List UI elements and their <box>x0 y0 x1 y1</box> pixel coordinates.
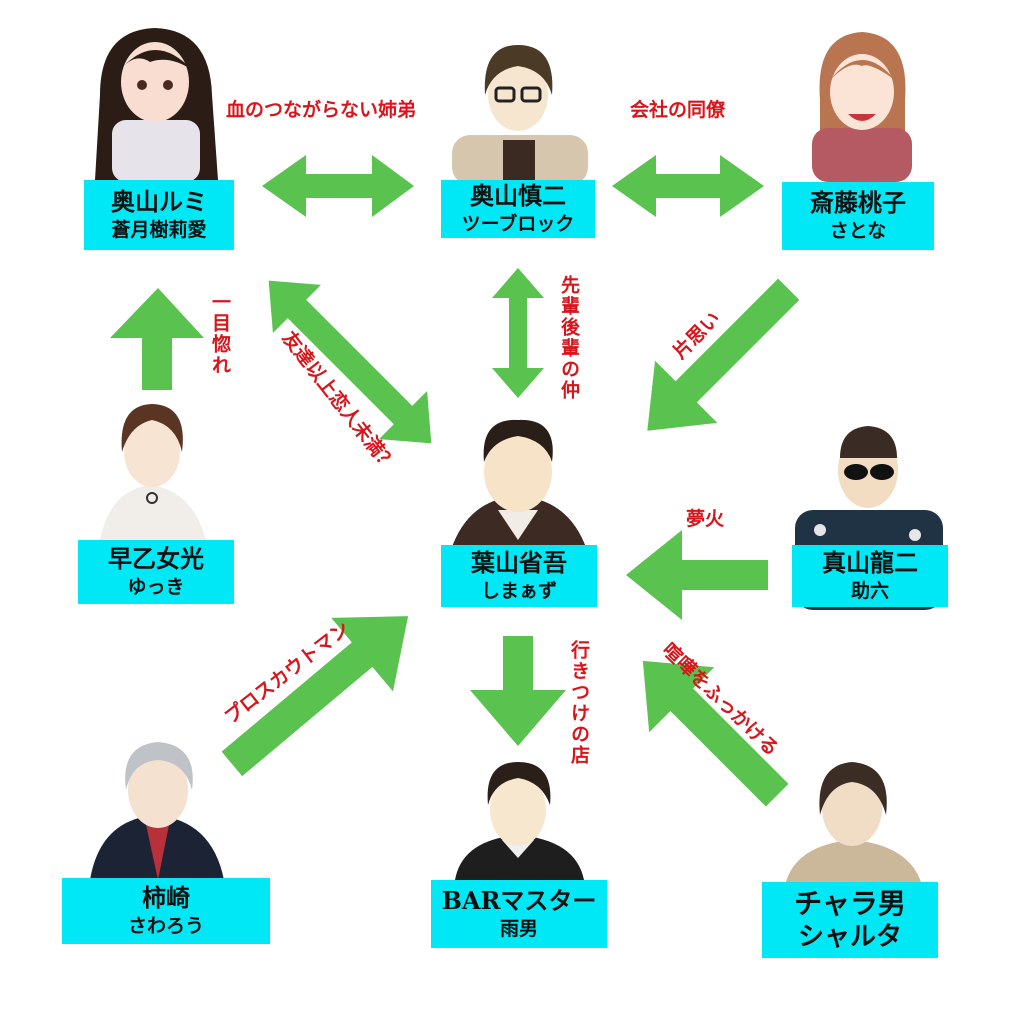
label-master: BARマスター 雨男 <box>431 880 607 948</box>
actor-shinji: ツーブロック <box>461 213 575 235</box>
avatar-master <box>455 762 584 880</box>
name-shinji: 奥山慎二 <box>470 181 566 210</box>
name-ryuji: 真山龍二 <box>822 548 918 577</box>
actor-chara: シャルタ <box>797 922 902 952</box>
avatar-shinji <box>452 45 588 185</box>
label-shinji: 奥山慎二 ツーブロック <box>441 180 595 238</box>
avatar-momoko <box>812 32 912 182</box>
rel-hikaru-rumi: 一目惚れ <box>209 292 231 376</box>
actor-kakizaki: さわろう <box>127 915 204 937</box>
label-shogo: 葉山省吾 しまぁず <box>441 545 597 607</box>
arrow-rumi-shinji <box>262 155 414 217</box>
arrow-chara-shogo <box>642 660 789 807</box>
label-momoko: 斎藤桃子 さとな <box>782 182 934 250</box>
rel-shinji-momoko: 会社の同僚 <box>630 99 726 121</box>
rel-shinji-shogo: 先輩後輩の仲 <box>558 275 580 401</box>
name-chara: チャラ男 <box>794 887 906 920</box>
arrow-rumi-shogo <box>268 280 432 444</box>
label-chara: チャラ男 シャルタ <box>762 882 938 958</box>
arrow-hikaru-rumi <box>110 288 204 390</box>
name-momoko: 斎藤桃子 <box>810 188 906 217</box>
actor-rumi: 蒼月樹莉愛 <box>111 219 207 241</box>
name-shogo: 葉山省吾 <box>471 548 567 577</box>
avatar-hikaru <box>100 404 206 540</box>
actor-momoko: さとな <box>829 220 887 242</box>
rel-shogo-master: 行きつけの店 <box>568 640 590 766</box>
name-master: BARマスター <box>441 886 597 915</box>
arrow-shinji-shogo <box>492 268 544 398</box>
avatar-rumi <box>95 28 218 182</box>
label-rumi: 奥山ルミ 蒼月樹莉愛 <box>84 180 234 250</box>
name-kakizaki: 柿崎 <box>142 883 190 912</box>
rel-rumi-shinji: 血のつながらない姉弟 <box>226 99 417 121</box>
label-ryuji: 真山龍二 助六 <box>792 545 948 607</box>
actor-master: 雨男 <box>499 918 538 940</box>
name-rumi: 奥山ルミ <box>111 187 207 216</box>
arrow-kakizaki-shogo <box>221 616 409 777</box>
arrow-ryuji-shogo <box>626 530 768 620</box>
actor-shogo: しまぁず <box>480 580 557 602</box>
label-kakizaki: 柿崎 さわろう <box>62 878 270 944</box>
label-hikaru: 早乙女光 ゆっき <box>78 540 234 604</box>
avatar-chara <box>785 762 922 885</box>
actor-ryuji: 助六 <box>850 580 889 602</box>
avatar-kakizaki <box>90 742 224 880</box>
actor-hikaru: ゆっき <box>127 576 185 598</box>
arrow-shogo-master <box>470 636 566 746</box>
name-hikaru: 早乙女光 <box>108 544 204 573</box>
arrow-shinji-momoko <box>612 155 764 217</box>
arrow-momoko-shogo <box>647 278 800 431</box>
rel-ryuji-shogo: 夢火 <box>686 508 725 530</box>
